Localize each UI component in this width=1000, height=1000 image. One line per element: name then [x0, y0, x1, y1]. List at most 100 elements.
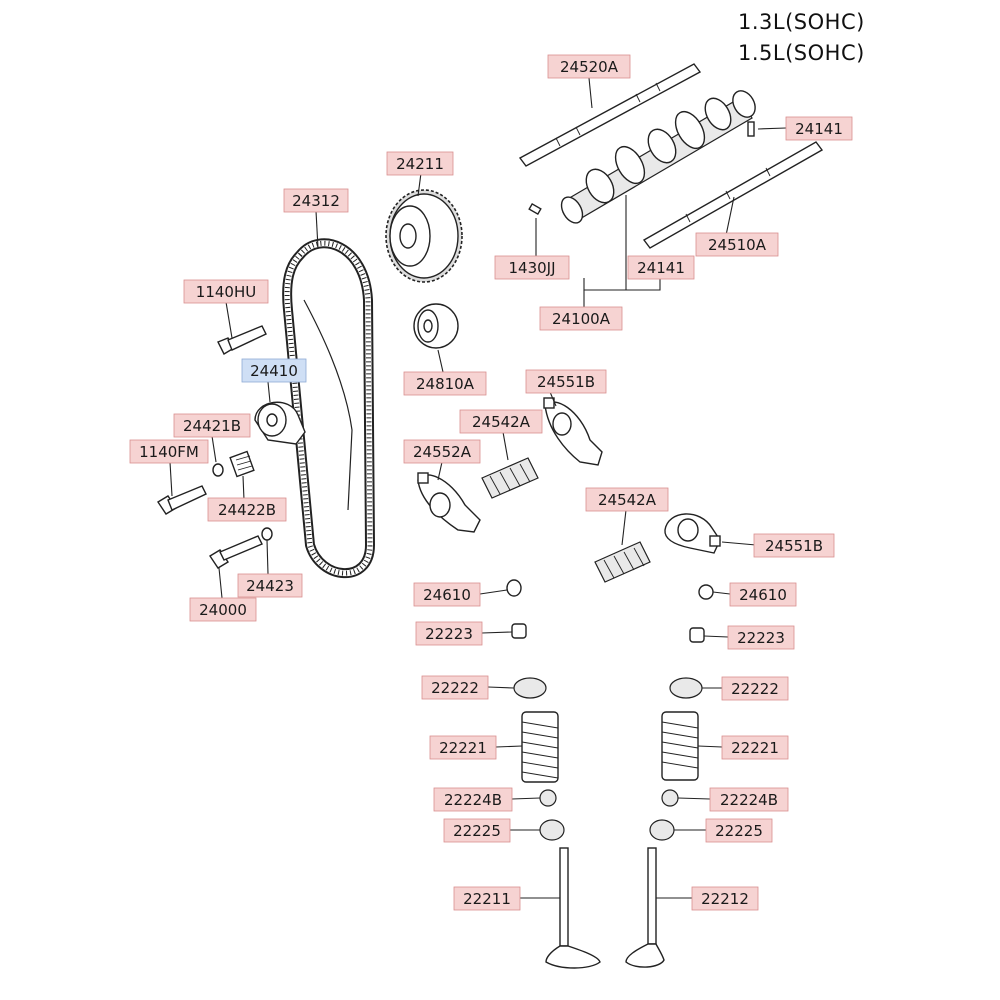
callout-24100A[interactable]: 24100A: [539, 306, 623, 331]
callout-24520A[interactable]: 24520A: [547, 54, 631, 79]
callout-label: 24422B: [218, 501, 276, 519]
callout-24810A[interactable]: 24810A: [403, 371, 487, 396]
callout-24312[interactable]: 24312: [283, 188, 349, 213]
tensioner-spring[interactable]: [229, 450, 255, 478]
stem-seal-left[interactable]: [539, 789, 557, 807]
adjust-screw-left[interactable]: [506, 579, 522, 597]
callout-24141-top[interactable]: 24141: [785, 116, 853, 141]
callout-22211[interactable]: 22211: [453, 886, 521, 911]
rocker-arm-24552A[interactable]: [417, 472, 481, 533]
callout-label: 24312: [292, 192, 340, 210]
callout-22222-right[interactable]: 22222: [721, 676, 789, 701]
callout-24211[interactable]: 24211: [386, 151, 454, 176]
spring-retainer-left[interactable]: [513, 677, 547, 699]
callout-22221-right[interactable]: 22221: [721, 735, 789, 760]
dowel-pin-upper[interactable]: [747, 121, 755, 137]
rocker-arm-24551B-lower[interactable]: [664, 513, 721, 554]
spring-retainer-right[interactable]: [669, 677, 703, 699]
engine-spec-line-2: 1.5L(SOHC): [738, 41, 865, 65]
callout-22223-left[interactable]: 22223: [415, 621, 483, 646]
callout-label: 24410: [250, 362, 298, 380]
washer-24423[interactable]: [261, 527, 273, 541]
camshaft-sprocket[interactable]: [385, 189, 463, 283]
callout-22221-left[interactable]: 22221: [429, 735, 497, 760]
callout-24422B[interactable]: 24422B: [207, 497, 287, 522]
callout-label: 22221: [439, 739, 487, 757]
callout-label: 24551B: [765, 537, 823, 555]
washer-24421B[interactable]: [212, 463, 224, 477]
callout-24141-bottom[interactable]: 24141: [627, 255, 695, 280]
callout-label: 24552A: [413, 443, 472, 461]
callout-label: 1430JJ: [508, 259, 555, 277]
rocker-shaft-upper[interactable]: [518, 63, 702, 167]
callout-22225-right[interactable]: 22225: [705, 818, 773, 843]
callout-22223-right[interactable]: 22223: [727, 625, 795, 650]
callout-label: 24551B: [537, 373, 595, 391]
rocker-shaft-lower[interactable]: [642, 141, 824, 249]
callout-label: 24211: [396, 155, 444, 173]
callout-24551B-upper[interactable]: 24551B: [525, 369, 607, 394]
valve-keeper-left[interactable]: [511, 623, 527, 639]
callout-24610-left[interactable]: 24610: [413, 582, 481, 607]
callout-1140HU[interactable]: 1140HU: [183, 279, 269, 304]
callout-label: 24610: [423, 586, 471, 604]
spring-seat-left[interactable]: [539, 819, 565, 841]
callout-label: 24542A: [598, 491, 657, 509]
callout-label: 22222: [731, 680, 779, 698]
callout-label: 22223: [425, 625, 473, 643]
bolt-1140FM[interactable]: [157, 485, 207, 515]
callout-22212[interactable]: 22212: [691, 886, 759, 911]
adjust-screw-right[interactable]: [698, 584, 714, 600]
callout-label: 22222: [431, 679, 479, 697]
callout-label: 22212: [701, 890, 749, 908]
dowel-pin-lower[interactable]: [528, 202, 542, 216]
callout-1140FM[interactable]: 1140FM: [129, 439, 209, 464]
engine-spec-line-1: 1.3L(SOHC): [738, 10, 865, 34]
callout-label: 24100A: [552, 310, 611, 328]
callout-label: 24141: [795, 120, 843, 138]
callout-label: 24421B: [183, 417, 241, 435]
valve-keeper-right[interactable]: [689, 627, 705, 643]
rocker-spring-lower[interactable]: [594, 541, 651, 583]
callout-label: 22225: [715, 822, 763, 840]
callout-label: 22224B: [720, 791, 778, 809]
callout-label: 24542A: [472, 413, 531, 431]
callout-24552A[interactable]: 24552A: [403, 439, 481, 464]
callout-24610-right[interactable]: 24610: [729, 582, 797, 607]
callout-label: 22211: [463, 890, 511, 908]
callout-24542A-upper[interactable]: 24542A: [459, 409, 543, 434]
exhaust-valve[interactable]: [625, 847, 665, 968]
callout-22225-left[interactable]: 22225: [443, 818, 511, 843]
idler-pulley[interactable]: [413, 303, 459, 349]
callout-24510A[interactable]: 24510A: [695, 232, 779, 257]
callout-label: 24510A: [708, 236, 767, 254]
callout-24000[interactable]: 24000: [189, 597, 257, 622]
camshaft[interactable]: [557, 87, 759, 227]
callout-24423[interactable]: 24423: [237, 573, 303, 598]
stem-seal-right[interactable]: [661, 789, 679, 807]
callout-1430JJ[interactable]: 1430JJ: [494, 255, 570, 280]
callout-24551B-lower[interactable]: 24551B: [753, 533, 835, 558]
callout-label: 24423: [246, 577, 294, 595]
callout-22224B-left[interactable]: 22224B: [433, 787, 513, 812]
callout-22224B-right[interactable]: 22224B: [709, 787, 789, 812]
callout-24421B[interactable]: 24421B: [173, 413, 251, 438]
bolt-24000[interactable]: [209, 535, 263, 569]
valve-spring-left[interactable]: [521, 711, 559, 783]
callout-label: 1140FM: [139, 443, 199, 461]
callout-24542A-lower[interactable]: 24542A: [585, 487, 669, 512]
intake-valve[interactable]: [545, 847, 601, 969]
timing-belt[interactable]: [282, 238, 376, 579]
spring-seat-right[interactable]: [649, 819, 675, 841]
callout-22222-left[interactable]: 22222: [421, 675, 489, 700]
timing-belt-tensioner[interactable]: [254, 401, 306, 445]
bolt-1140HU[interactable]: [217, 325, 267, 355]
callout-label: 22224B: [444, 791, 502, 809]
rocker-arm-24551B-upper[interactable]: [543, 397, 603, 466]
callout-24410[interactable]: 24410: [241, 358, 307, 383]
callout-label: 1140HU: [196, 283, 256, 301]
callout-label: 24520A: [560, 58, 619, 76]
valve-spring-right[interactable]: [661, 711, 699, 781]
callout-label: 24000: [199, 601, 247, 619]
rocker-spring-upper[interactable]: [481, 457, 539, 499]
